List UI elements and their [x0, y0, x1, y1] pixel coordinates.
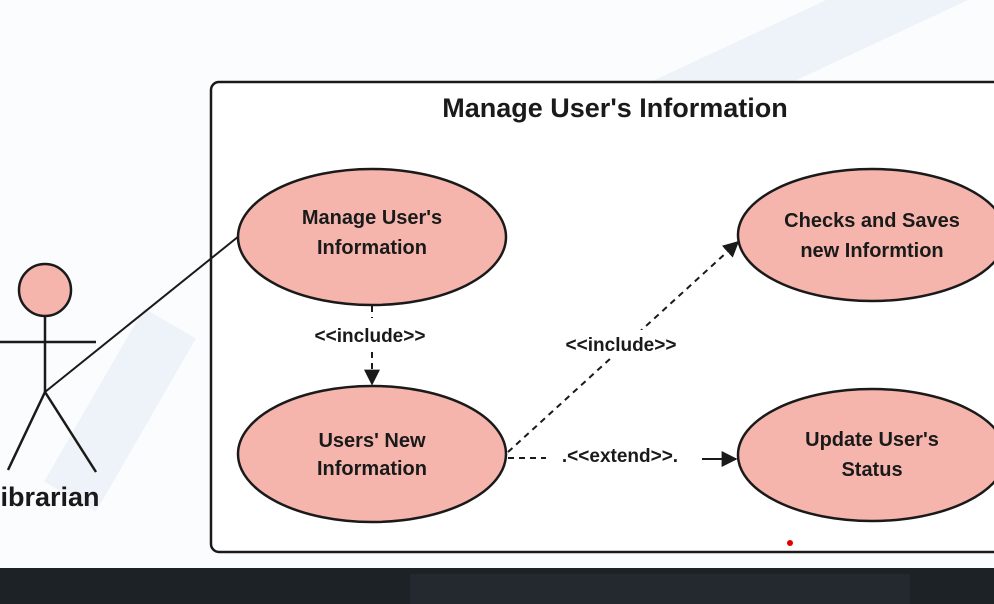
use-case-new-info-line2: Information [317, 458, 427, 480]
include-2-label-bg [546, 330, 696, 358]
use-case-manage-users-information: Manage User's Information [236, 167, 508, 307]
use-case-manage-line1: Manage User's [302, 207, 442, 229]
bottom-bar [0, 568, 994, 604]
use-case-update-line1: Update User's [805, 429, 939, 451]
bottom-bar-panel [410, 574, 910, 604]
use-case-checks-line1: Checks and Saves [784, 210, 960, 232]
use-case-checks-line2: new Informtion [800, 240, 943, 262]
use-case-update-users-status: Update User's Status [736, 387, 994, 523]
use-case-update-line2: Status [841, 459, 902, 481]
include-2-label: <<include>> [566, 335, 677, 356]
actor-right-leg [43, 391, 98, 473]
include-1-label: <<include>> [315, 326, 426, 347]
use-case-manage-line2: Information [317, 237, 427, 259]
actor-label: ibrarian [0, 482, 99, 512]
system-title: Manage User's Information [442, 93, 788, 123]
use-case-users-new-information: Users' New Information [236, 384, 508, 524]
actor-librarian: ibrarian [0, 262, 100, 512]
use-case-new-info-line1: Users' New [318, 430, 425, 452]
extend-label: .<<extend>>. [562, 446, 678, 467]
association-line [44, 231, 245, 393]
actor-head [17, 262, 73, 318]
use-case-diagram: Manage User's Information ibrarian <<inc… [0, 0, 994, 554]
marker-dot [787, 540, 793, 546]
use-case-checks-and-saves: Checks and Saves new Informtion [736, 167, 994, 303]
actor-left-leg [6, 391, 47, 471]
